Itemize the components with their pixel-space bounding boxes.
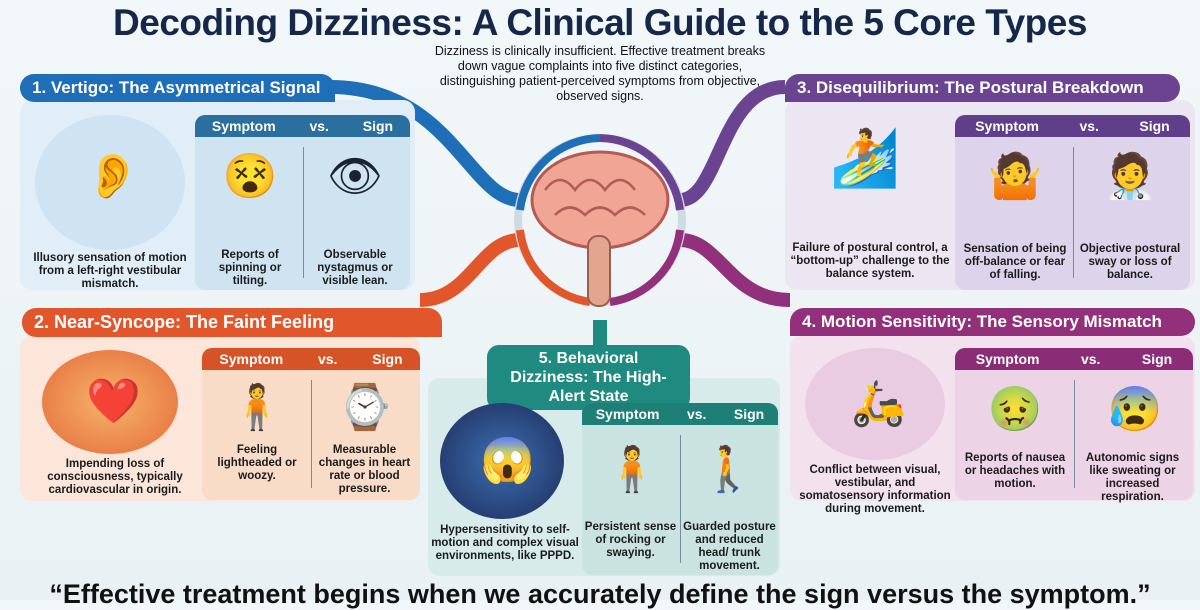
sign-label: Sign <box>1141 351 1173 367</box>
panel-description: Failure of postural control, a “bottom-u… <box>790 242 950 280</box>
symptom-sign-box: Symptom vs. Sign 😵 👁 Reports of spinning o… <box>195 115 410 290</box>
vs-label: vs. <box>309 118 329 134</box>
sign-label: Sign <box>733 406 765 422</box>
symptom-label: Symptom <box>219 351 284 367</box>
symptom-sign-box: Symptom vs. Sign 🤷 🧑‍⚕️ Sensation of being… <box>955 115 1190 290</box>
guarded-walk-icon: 🚶 <box>700 445 756 494</box>
sign-text: Measurable changes in heart rate or bloo… <box>318 444 411 495</box>
symptom-label: Symptom <box>595 406 660 422</box>
symptom-sign-box: Symptom vs. Sign 🧍 ⌚ Feeling lightheaded o… <box>202 348 420 500</box>
inner-ear-icon: 👂 <box>35 115 185 250</box>
panel-description: Impending loss of consciousness, typical… <box>47 458 183 496</box>
page-title: Decoding Dizziness: A Clinical Guide to … <box>113 2 1087 43</box>
dizzy-woman-icon: 😵 <box>222 152 278 201</box>
sign-label: Sign <box>362 118 394 134</box>
symptom-label: Symptom <box>975 118 1040 134</box>
vs-label: vs. <box>1079 118 1099 134</box>
vs-label: vs. <box>1080 351 1101 367</box>
symptom-text: Feeling lightheaded or woozy. <box>217 444 297 482</box>
sweating-man-icon: 😰 <box>1107 385 1163 434</box>
symptom-text: Sensation of being off-balance or fear o… <box>963 243 1067 281</box>
sign-label: Sign <box>372 351 403 367</box>
panel-description: Hypersensitivity to self-motion and comp… <box>431 524 579 562</box>
clinician-observing-icon: 🧑‍⚕️ <box>1102 152 1158 201</box>
panel-title: 3. Disequilibrium: The Postural Breakdow… <box>785 74 1180 102</box>
symptom-label: Symptom <box>211 118 276 134</box>
heart-monitor-icon: ⌚ <box>337 383 393 432</box>
sign-label: Sign <box>1139 118 1170 134</box>
symptom-text: Persistent sense of rocking or swaying. <box>584 521 677 559</box>
panel-title: 1. Vertigo: The Asymmetrical Signal <box>20 74 335 102</box>
sign-text: Autonomic signs like sweating or increas… <box>1085 452 1180 503</box>
symptom-sign-box: Symptom vs. Sign 🤢 😰 Reports of nausea or … <box>955 348 1193 503</box>
anxious-man-icon: 😱 <box>440 403 564 519</box>
closing-quote: “Effective treatment begins when we accu… <box>49 579 1151 609</box>
vs-label: vs. <box>317 351 338 367</box>
symptom-label: Symptom <box>975 351 1040 367</box>
panel-title: 4. Motion Sensitivity: The Sensory Misma… <box>790 308 1195 336</box>
heart-body-icon: ❤️ <box>42 350 178 454</box>
symptom-text: Reports of nausea or headaches with moti… <box>964 452 1066 490</box>
confused-man-icon: 🤷 <box>987 152 1043 201</box>
brain-icon <box>530 150 670 307</box>
panel-title: 5. Behavioral Dizziness: The High-Alert … <box>487 345 690 410</box>
sign-text: Guarded posture and reduced head/ trunk … <box>683 521 776 572</box>
panel-title: 2. Near-Syncope: The Faint Feeling <box>22 308 442 337</box>
sign-text: Observable nystagmus or visible lean. <box>317 249 393 287</box>
panel-description: Conflict between visual, vestibular, and… <box>799 464 951 515</box>
eye-lean-icon: 👁 <box>327 152 383 201</box>
nauseous-woman-icon: 🤢 <box>987 385 1043 434</box>
symptom-text: Reports of spinning or tilting. <box>218 249 282 287</box>
intro-text: Dizziness is clinically insufficient. Ef… <box>434 44 766 103</box>
sensory-conflict-icon: 🛵 <box>805 348 945 460</box>
panel-description: Illusory sensation of motion from a left… <box>33 252 187 290</box>
balance-board-icon: 🏄 <box>830 126 900 189</box>
symptom-sign-box: Symptom vs. Sign 🧍 🚶 Persistent sense of r… <box>582 403 778 575</box>
sign-text: Objective postural sway or loss of balan… <box>1079 243 1181 281</box>
vs-label: vs. <box>686 406 707 422</box>
swaying-man-icon: 🧍 <box>604 445 660 494</box>
lightheaded-man-icon: 🧍 <box>229 383 285 432</box>
